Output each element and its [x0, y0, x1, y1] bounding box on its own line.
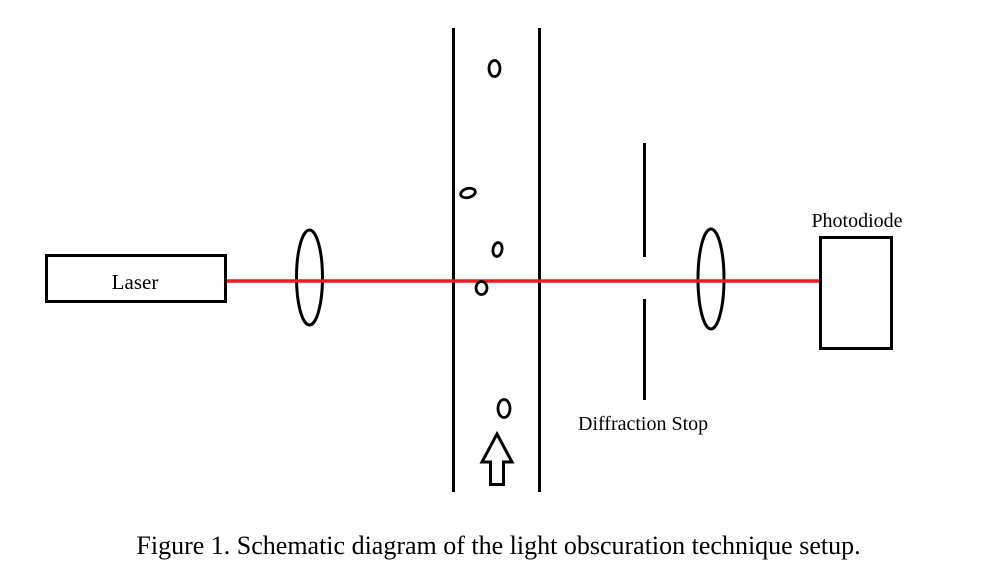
photodiode-label: Photodiode: [811, 210, 902, 232]
photodiode-box: [819, 236, 893, 350]
particle-icon: [474, 280, 489, 296]
particle-icon: [459, 186, 477, 200]
diffraction-stop-label: Diffraction Stop: [578, 413, 708, 435]
figure-caption: Figure 1. Schematic diagram of the light…: [136, 531, 861, 560]
collecting-lens-icon: [696, 227, 726, 331]
laser-label: Laser: [112, 270, 159, 294]
schematic-diagram: Laser Photodiode Diffraction Stop: [45, 28, 903, 492]
flow-direction-up-arrow-icon: [479, 430, 515, 486]
laser-box: [45, 254, 227, 303]
particles-group: [459, 59, 512, 419]
particle-icon: [496, 398, 512, 419]
focusing-lens-icon: [295, 228, 324, 327]
particle-icon: [487, 59, 502, 78]
particle-icon: [491, 241, 504, 258]
